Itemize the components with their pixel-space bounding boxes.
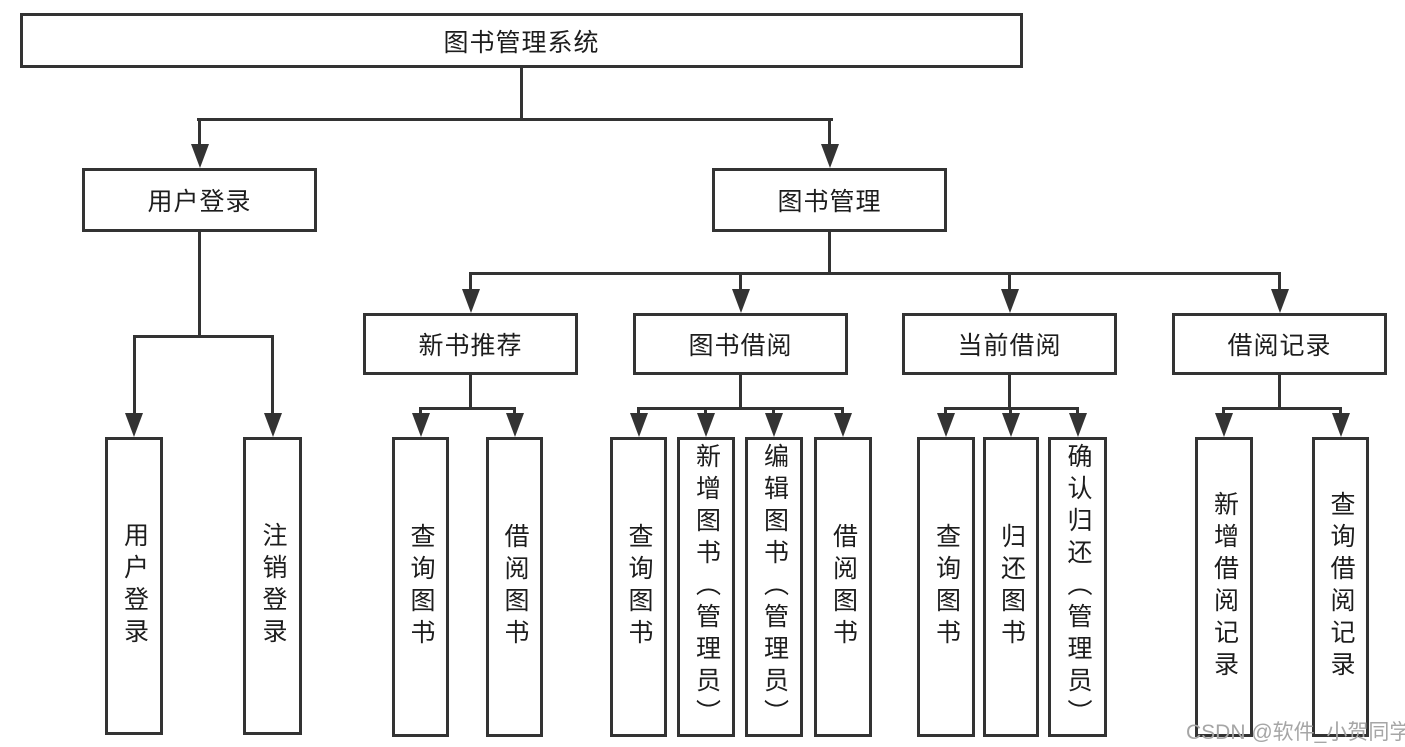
node-label: 归还图书 [997,523,1026,651]
node-label: 新增图书（管理员） [692,443,721,731]
node-label: 确认归还（管理员） [1064,443,1092,731]
node-label: 新增借阅记录 [1210,491,1239,683]
leaf-current-return-books: 归还图书 [983,437,1039,737]
node-new-book-recommend: 新书推荐 [363,313,578,375]
connector-line [198,232,201,337]
arrowhead-down [191,144,209,168]
connector-line [133,335,274,338]
connector-line [469,373,472,409]
node-label: 新书推荐 [418,332,523,360]
node-label: 查询图书 [407,523,435,651]
node-book-borrow: 图书借阅 [633,313,848,375]
arrowhead-down [1069,413,1087,437]
leaf-recommend-query-books: 查询图书 [392,437,449,737]
connector-line [197,118,833,121]
node-label: 编辑图书（管理员） [760,443,789,731]
node-label: 借阅记录 [1227,332,1332,360]
connector-line [198,118,201,148]
leaf-logout-login: 注销登录 [243,437,302,735]
connector-line [469,272,472,292]
node-label: 查询借阅记录 [1327,491,1355,683]
connector-line [739,373,742,409]
node-library-management-system: 图书管理系统 [20,13,1023,68]
leaf-current-query-books: 查询图书 [917,437,975,737]
node-user-login: 用户登录 [82,168,317,232]
leaf-borrow-borrow-books: 借阅图书 [814,437,872,737]
arrowhead-down [264,413,282,437]
connector-line [828,118,831,148]
node-label: 注销登录 [259,522,287,650]
connector-line [772,407,775,417]
connector-line [133,335,136,415]
connector-line [828,232,831,274]
connector-line [1008,272,1011,292]
node-label: 借阅图书 [829,523,858,651]
node-label: 当前借阅 [957,332,1062,360]
connector-line [1278,373,1281,409]
arrowhead-down [506,413,524,437]
arrowhead-down [732,289,750,313]
connector-line [841,407,844,417]
arrowhead-down [834,413,852,437]
leaf-current-confirm-return-admin: 确认归还（管理员） [1048,437,1107,737]
connector-line [513,407,516,417]
leaf-recommend-borrow-books: 借阅图书 [486,437,543,737]
node-label: 借阅图书 [501,523,529,651]
leaf-borrow-add-books-admin: 新增图书（管理员） [677,437,735,737]
connector-line [944,407,947,417]
leaf-user-login: 用户登录 [105,437,163,735]
arrowhead-down [1001,289,1019,313]
arrowhead-down [1002,413,1020,437]
csdn-watermark: CSDN @软件_小贺同学 [1186,721,1405,744]
connector-line [1009,407,1012,417]
arrowhead-down [697,413,715,437]
connector-line [739,272,742,292]
connector-line [637,407,640,417]
arrowhead-down [821,144,839,168]
node-borrow-records: 借阅记录 [1172,313,1387,375]
arrowhead-down [1215,413,1233,437]
leaf-borrow-query-books: 查询图书 [610,437,667,737]
connector-line [1222,407,1225,417]
node-book-management: 图书管理 [712,168,947,232]
arrowhead-down [1271,289,1289,313]
arrowhead-down [765,413,783,437]
leaf-records-query-borrow-record: 查询借阅记录 [1312,437,1369,737]
connector-line [637,407,844,410]
arrowhead-down [125,413,143,437]
connector-line [1222,407,1342,410]
node-label: 查询图书 [625,523,653,651]
connector-line [1076,407,1079,417]
arrowhead-down [630,413,648,437]
connector-line [1278,272,1281,292]
node-label: 图书管理系统 [443,28,600,57]
leaf-records-add-borrow-record: 新增借阅记录 [1195,437,1253,737]
connector-line [520,68,523,120]
arrowhead-down [462,289,480,313]
node-label: 查询图书 [932,523,961,651]
node-current-borrow: 当前借阅 [902,313,1117,375]
leaf-borrow-edit-books-admin: 编辑图书（管理员） [745,437,803,737]
connector-line [469,272,1281,275]
connector-line [1008,373,1011,409]
node-label: 用户登录 [147,188,252,216]
connector-line [419,407,516,410]
arrowhead-down [412,413,430,437]
node-label: 用户登录 [120,522,149,650]
connector-line [271,335,274,415]
connector-line [419,407,422,417]
node-label: 图书借阅 [688,332,793,360]
node-label: 图书管理 [777,188,882,216]
arrowhead-down [937,413,955,437]
arrowhead-down [1332,413,1350,437]
connector-line [1339,407,1342,417]
connector-line [704,407,707,417]
